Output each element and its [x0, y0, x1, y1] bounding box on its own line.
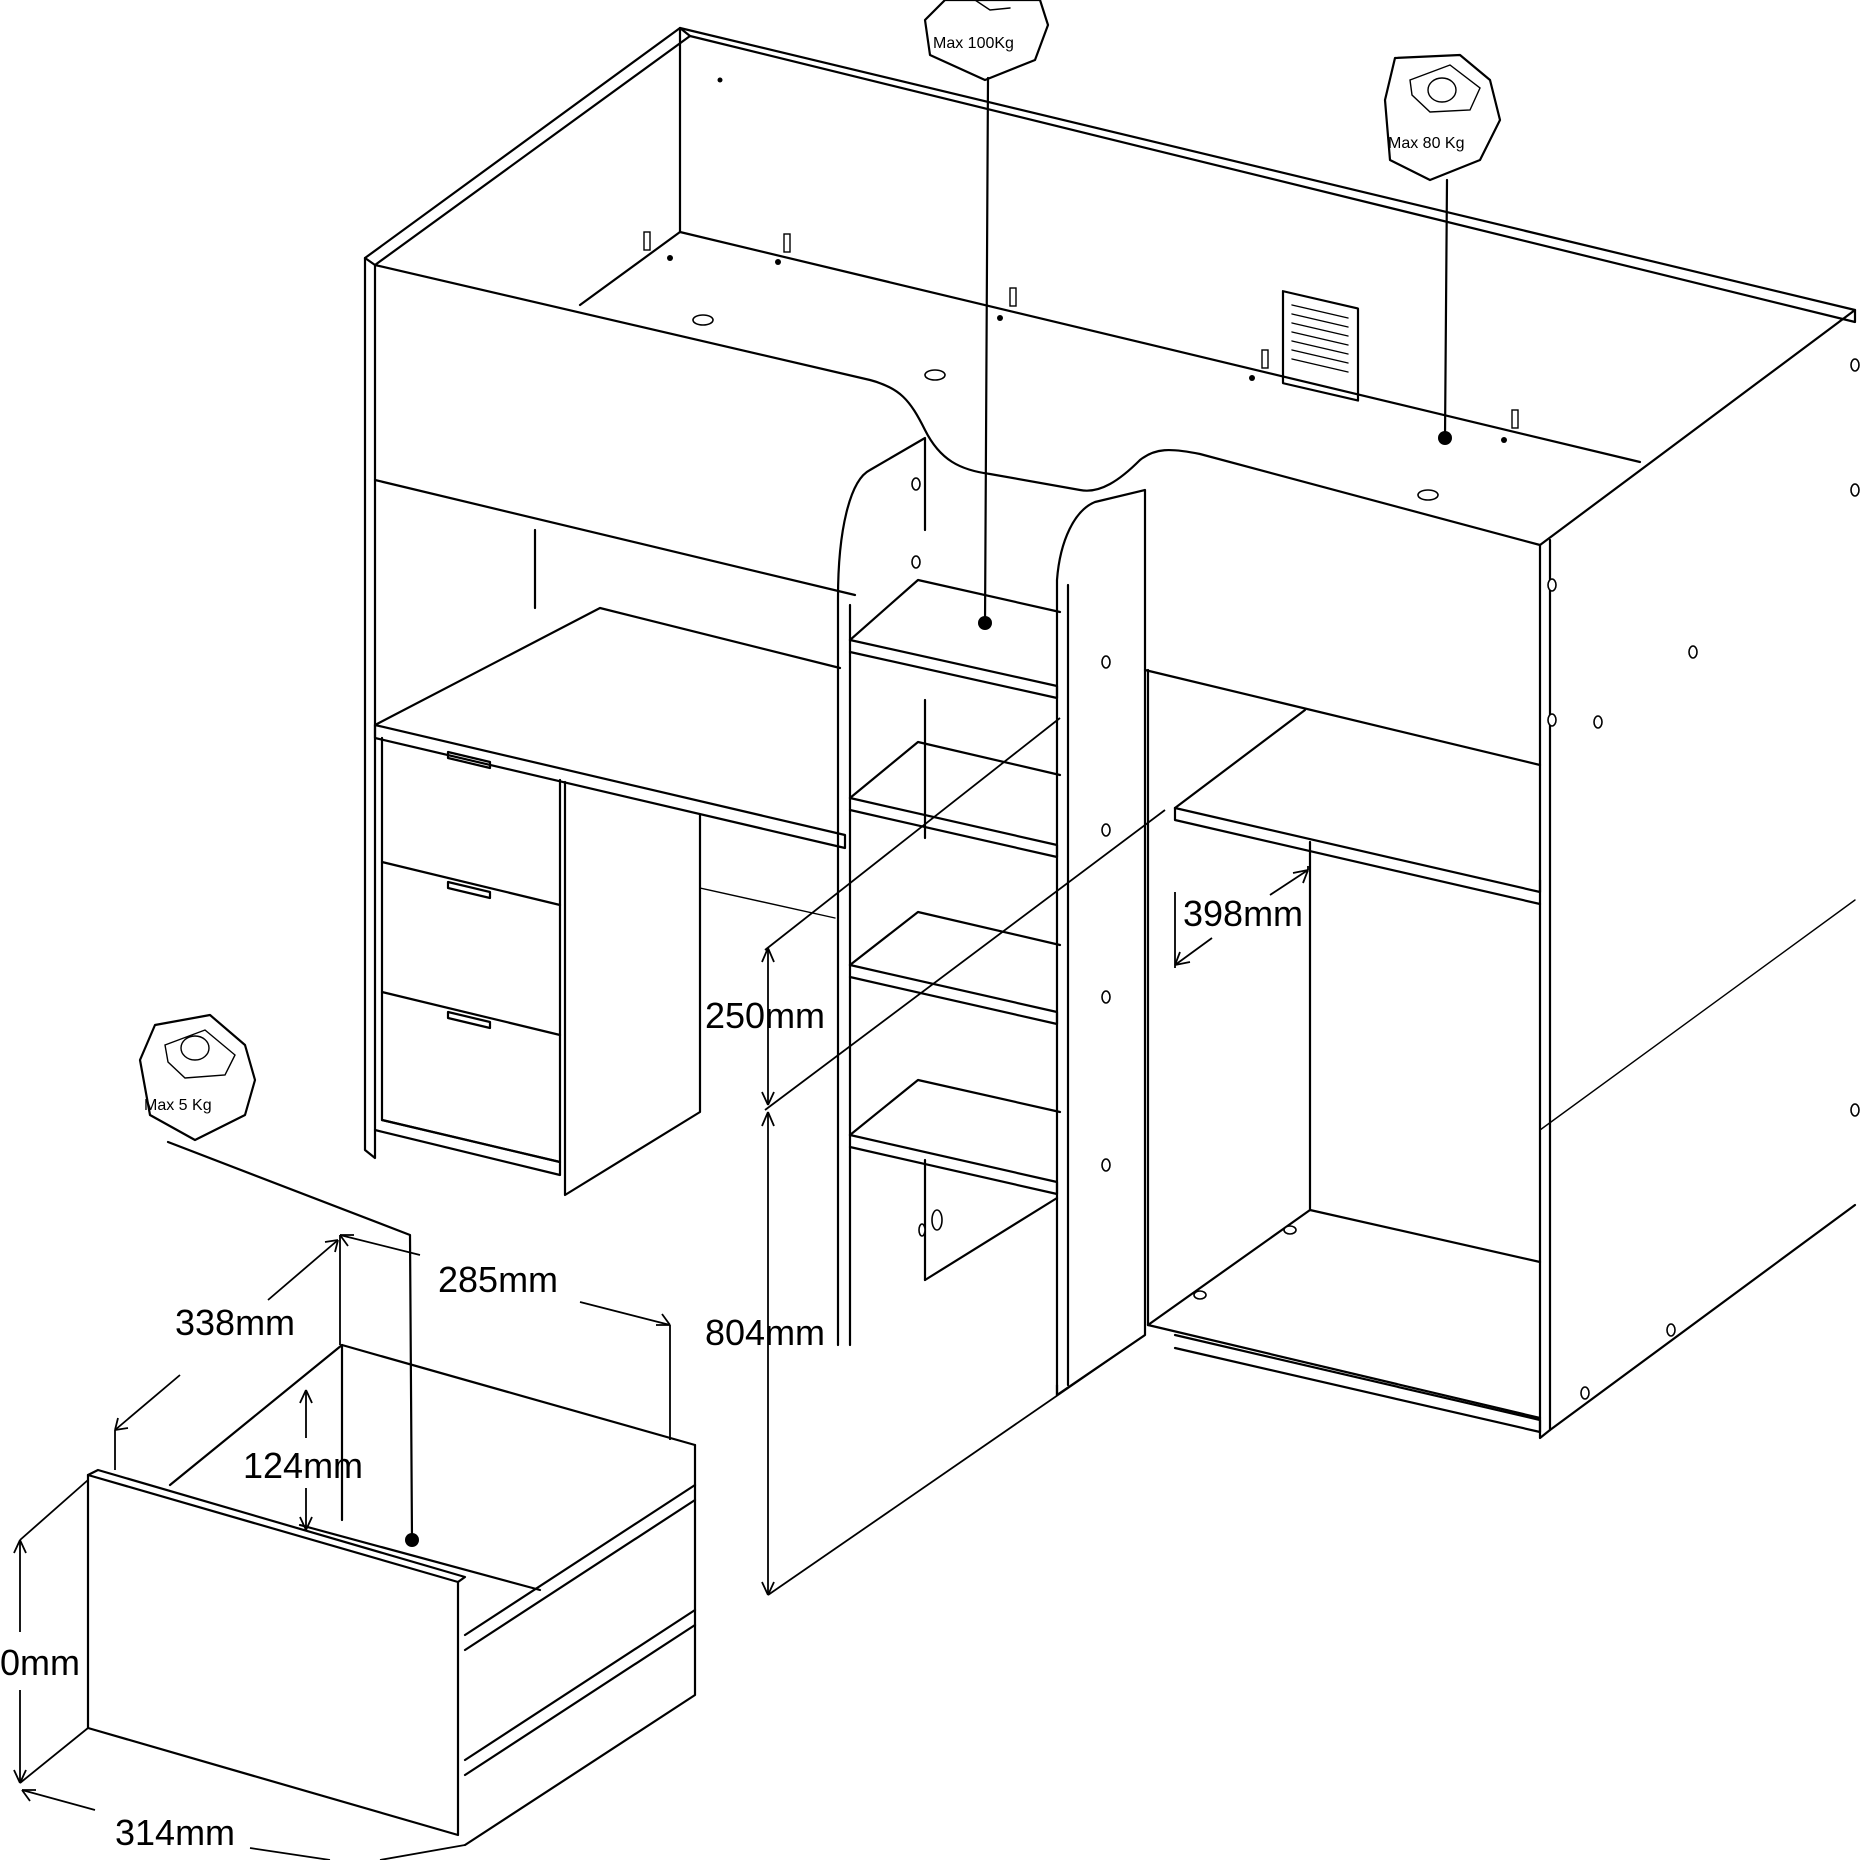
shelf-2-top [848, 740, 1062, 800]
weight-badge-right: Max 80 Kg [1383, 53, 1502, 445]
loose-drawer [86, 1343, 697, 1847]
right-panel-bottom [1548, 1203, 1857, 1432]
wardrobe-shelf-left [1173, 708, 1307, 810]
desk-top-front [373, 723, 847, 850]
dim-label-cabinet-depth: 398mm [1183, 893, 1303, 934]
load-point-drawer [405, 1533, 419, 1547]
shelf-3-top [848, 910, 1062, 967]
right-panel-top-edge [1538, 308, 1857, 547]
shelf-1-front [848, 638, 1059, 700]
wardrobe-floor-front [1146, 1323, 1542, 1420]
wardrobe-shelf-front [1173, 806, 1542, 894]
back-panel-top [678, 26, 1857, 324]
drawer-plinth [373, 1118, 562, 1177]
left-panel-front-edge [363, 256, 377, 1160]
dim-label-drawer-inner-height: 124mm [243, 1445, 363, 1486]
drawer-box-rim [463, 1483, 697, 1637]
drawer-bottom-back [298, 1523, 542, 1592]
front-guard-rail [373, 263, 1542, 547]
dimension-labels: 250mm 398mm 804mm 285mm 338mm 124mm 0mm … [0, 893, 1303, 1853]
dim-label-shelf-spacing: 250mm [705, 995, 825, 1036]
load-line-right [1443, 178, 1449, 440]
shelf-2-front [848, 796, 1059, 859]
wardrobe-floor-back [1308, 1208, 1542, 1264]
load-line-top [983, 76, 990, 627]
desk-rear-rail [699, 887, 836, 919]
weight-label-right: Max 80 Kg [1388, 135, 1464, 152]
vent-grille [1281, 290, 1360, 402]
wardrobe-plinth [1173, 1333, 1542, 1434]
shelf-3-front [848, 963, 1059, 1026]
load-line-drawer [166, 1140, 414, 1542]
weight-badge-top: Max 100Kg [923, 0, 1050, 630]
right-panel-front-edge [1538, 538, 1552, 1440]
ladder-right-rail [1055, 488, 1147, 1397]
ladder-holes [911, 477, 1111, 1237]
bed-frame [363, 26, 1857, 1440]
weight-label-top: Max 100Kg [933, 35, 1014, 52]
dim-label-desk-height: 804mm [705, 1312, 825, 1353]
drawer-stack [380, 736, 562, 1164]
shelf-1-top [848, 578, 1062, 642]
load-point-top [978, 616, 992, 630]
dim-label-drawer-front-height: 0mm [0, 1642, 80, 1683]
desk-unit [373, 528, 847, 1197]
dim-label-drawer-width: 285mm [438, 1259, 558, 1300]
shelf-4-top [848, 1078, 1062, 1137]
wardrobe-right-rail [1539, 899, 1856, 1131]
deck-brackets [643, 231, 1519, 429]
weight-badge-drawer: Max 5 Kg [138, 1013, 419, 1547]
drawer-box-rim-inner [463, 1498, 697, 1652]
ladder-shelf-unit [836, 436, 1147, 1397]
wardrobe-top-back [1143, 668, 1542, 767]
weight-label-drawer: Max 5 Kg [144, 1097, 212, 1114]
drawer-front-panel [86, 1473, 460, 1837]
deck-holes [667, 77, 1507, 501]
bed-deck-back [678, 230, 1642, 464]
dim-label-drawer-depth: 338mm [175, 1302, 295, 1343]
drawer-runner-2 [463, 1623, 697, 1777]
drawer-handles [446, 750, 492, 1030]
left-panel-top-edge [363, 26, 692, 267]
wardrobe-shelf-edge [1173, 806, 1542, 906]
bed-deck-left [578, 230, 682, 307]
dim-label-drawer-front-width: 314mm [115, 1812, 235, 1853]
drawer-box-right-side [463, 1443, 697, 1847]
shelf-bottom [923, 1196, 1059, 1282]
ladder-left-rail [836, 436, 927, 1347]
guard-rail-bottom [373, 478, 857, 597]
wardrobe-holes [1193, 358, 1860, 1400]
dimension-lines [13, 717, 1309, 1861]
desk-top-back [373, 606, 842, 727]
load-point-right [1438, 431, 1452, 445]
desk-leg-panel [563, 780, 702, 1197]
drawer-divider-2 [380, 990, 562, 1037]
vent-slats [1291, 304, 1349, 373]
shelf-4-front [848, 1133, 1059, 1196]
drawer-divider-1 [380, 860, 562, 907]
wardrobe-unit [1143, 358, 1860, 1434]
drawer-runner-1 [463, 1608, 697, 1762]
drawer-front-top-edge [86, 1468, 467, 1584]
